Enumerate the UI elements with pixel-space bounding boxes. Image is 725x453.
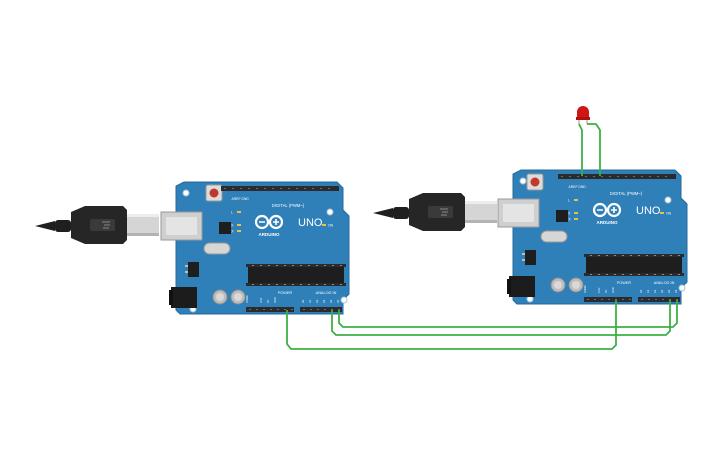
rx-led-label-1: RX <box>229 230 234 234</box>
on-led-label-2: ON <box>666 212 672 216</box>
arduino-logo-1 <box>254 214 284 230</box>
power-header-1[interactable] <box>246 307 294 312</box>
aref-label-1: AREF <box>231 197 240 201</box>
power-jack-1[interactable] <box>169 287 197 308</box>
regulator-2 <box>525 250 536 265</box>
power-label-1: POWER <box>278 291 293 295</box>
reset-button-2[interactable] <box>526 173 544 191</box>
power-header-2[interactable] <box>584 297 632 302</box>
power-jack-2[interactable] <box>507 276 535 297</box>
l-led-label-2: L <box>568 199 570 203</box>
svg-text:A2: A2 <box>653 289 657 293</box>
usb-chip-2 <box>556 210 568 222</box>
usb-cable-2[interactable] <box>373 193 497 231</box>
svg-text:A0: A0 <box>301 299 305 303</box>
wire-gnd-link[interactable] <box>286 300 617 350</box>
svg-text:3.3V: 3.3V <box>259 297 263 303</box>
red-led[interactable] <box>576 106 590 124</box>
svg-text:GND: GND <box>273 297 277 303</box>
svg-text:A5: A5 <box>336 299 340 303</box>
digital-header-2[interactable] <box>558 174 676 179</box>
arduino-uno-board-1[interactable]: DIGITAL (PWM~) AREF GND ARDUINO UNO L TX… <box>35 181 350 315</box>
board-model-2: UNO <box>636 205 661 217</box>
svg-text:A1: A1 <box>646 289 650 293</box>
svg-text:A0: A0 <box>639 289 643 293</box>
svg-text:IOREF: IOREF <box>245 295 249 303</box>
svg-text:A3: A3 <box>660 289 664 293</box>
gnd-label-1: GND <box>241 197 249 201</box>
on-led-label-1: ON <box>328 224 334 228</box>
analog-label-1: ANALOG IN <box>316 291 337 295</box>
svg-text:A5: A5 <box>674 289 678 293</box>
capacitors-1 <box>212 289 246 305</box>
svg-text:5V: 5V <box>604 290 608 293</box>
tx-led-label-2: TX <box>566 212 571 216</box>
gnd-label-2: GND <box>578 185 586 189</box>
aref-label-2: AREF <box>568 185 577 189</box>
svg-text:5V: 5V <box>266 300 270 303</box>
board-brand-1: ARDUINO <box>259 232 280 237</box>
analog-header-1[interactable] <box>300 307 342 312</box>
analog-header-2[interactable] <box>638 297 680 302</box>
usb-chip-1 <box>219 222 231 234</box>
capacitors-2 <box>550 277 584 293</box>
digital-header-1[interactable] <box>221 186 339 191</box>
digital-header-label-2: DIGITAL (PWM~) <box>610 191 643 196</box>
svg-text:3.3V: 3.3V <box>597 287 601 293</box>
svg-text:A4: A4 <box>667 289 671 293</box>
wire-a4-link[interactable] <box>331 300 671 336</box>
analog-label-2: ANALOG IN <box>654 281 675 285</box>
wire-led-cathode[interactable] <box>578 123 583 176</box>
usb-cable-1[interactable] <box>35 206 159 244</box>
power-label-2: POWER <box>617 281 632 285</box>
arduino-logo-2 <box>592 202 622 218</box>
l-led-label-1: L <box>231 211 233 215</box>
atmega-chip-1 <box>246 264 346 286</box>
board-model-1: UNO <box>298 217 323 229</box>
svg-text:A2: A2 <box>315 299 319 303</box>
svg-text:A4: A4 <box>329 299 333 303</box>
wire-led-anode[interactable] <box>587 123 601 176</box>
regulator-1 <box>188 262 199 277</box>
crystal-2 <box>540 230 568 243</box>
svg-text:IOREF: IOREF <box>583 285 587 293</box>
digital-header-label-1: DIGITAL (PWM~) <box>272 203 305 208</box>
svg-text:A3: A3 <box>322 299 326 303</box>
rx-led-label-2: RX <box>566 218 571 222</box>
arduino-uno-board-2[interactable]: DIGITAL (PWM~) AREF GND ARDUINO UNO L TX… <box>373 169 688 305</box>
atmega-chip-2 <box>584 254 684 276</box>
tx-led-label-1: TX <box>229 224 234 228</box>
svg-text:GND: GND <box>611 287 615 293</box>
wires[interactable] <box>286 123 678 350</box>
reset-button-1[interactable] <box>205 184 223 202</box>
board-brand-2: ARDUINO <box>597 220 618 225</box>
wire-a5-link[interactable] <box>338 300 678 328</box>
crystal-1 <box>203 242 231 255</box>
svg-text:A1: A1 <box>308 299 312 303</box>
